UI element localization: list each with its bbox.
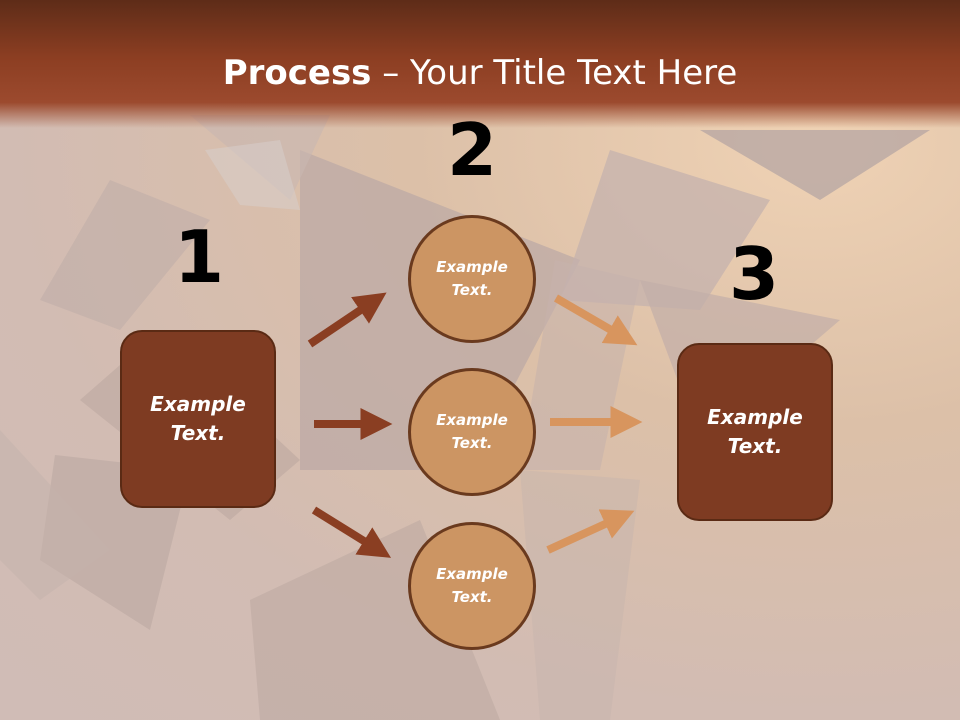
arrow-1-to-2a	[307, 292, 387, 348]
title-rest-text: – Your Title Text Here	[371, 53, 738, 93]
step-3-number: 3	[728, 232, 780, 316]
step-1-number: 1	[173, 215, 225, 299]
slide-title[interactable]: Process – Your Title Text Here	[0, 53, 960, 93]
arrow-2c-to-3	[546, 509, 635, 554]
title-bold-text: Process	[222, 53, 372, 93]
arrow-2a-to-3	[553, 294, 638, 346]
title-bar	[0, 0, 960, 128]
arrow-1-to-2c	[311, 506, 392, 558]
step-2-number: 2	[446, 108, 498, 192]
